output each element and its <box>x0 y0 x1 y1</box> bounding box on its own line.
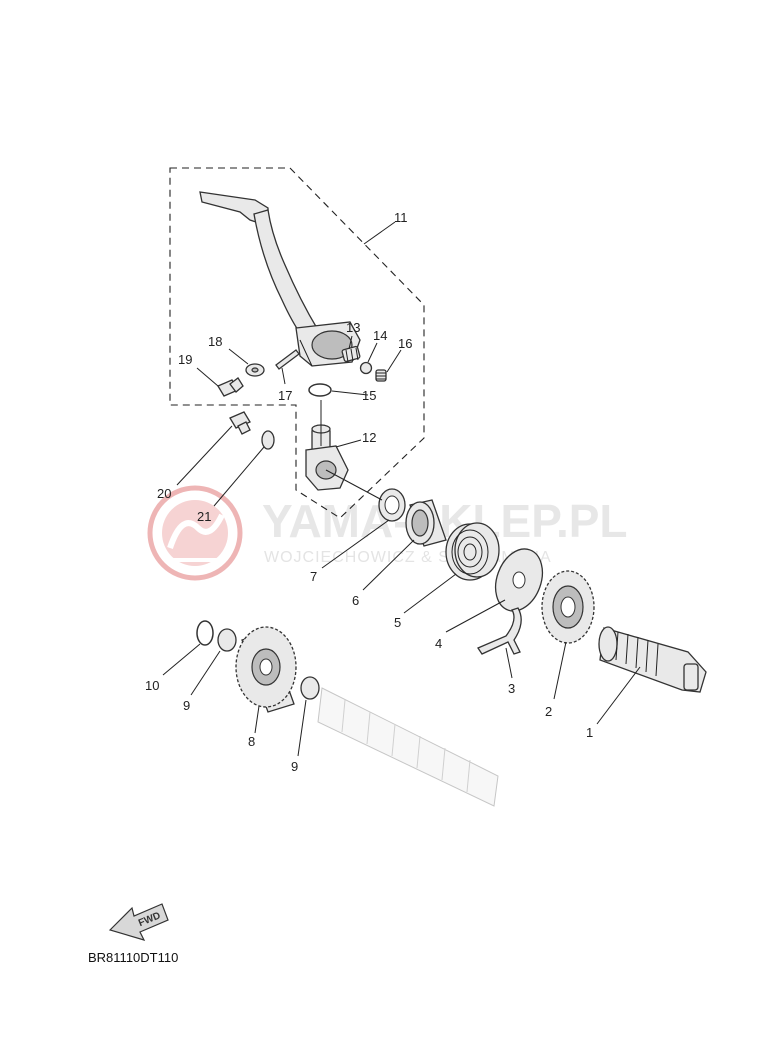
main-shaft-reference <box>317 687 499 807</box>
ball-14 <box>359 361 373 375</box>
washer-9-left <box>217 628 237 652</box>
kick-shaft-12 <box>305 424 349 491</box>
bolt-19 <box>217 377 244 397</box>
callout-12: 12 <box>362 430 376 445</box>
callout-21: 21 <box>197 509 211 524</box>
kick-crank-assembly-boundary <box>169 167 425 519</box>
callout-15: 15 <box>362 388 376 403</box>
kick-crank-lever <box>199 191 361 367</box>
callout-10: 10 <box>145 678 159 693</box>
callout-6: 6 <box>352 593 359 608</box>
callout-17: 17 <box>278 388 292 403</box>
callout-9-right: 9 <box>291 759 298 774</box>
leader-lines <box>162 221 641 757</box>
callout-9-left: 9 <box>183 698 190 713</box>
callout-labels: 11 12 13 14 16 15 17 18 19 20 21 7 6 5 4… <box>145 210 593 774</box>
washer-21 <box>261 430 275 450</box>
callout-7: 7 <box>310 569 317 584</box>
fwd-arrow-icon: FWD <box>108 903 169 941</box>
kick-gear-2 <box>541 570 595 644</box>
callout-8: 8 <box>248 734 255 749</box>
callout-14: 14 <box>373 328 387 343</box>
diagram-code: BR81110DT110 <box>88 950 178 965</box>
kick-axle-1 <box>598 626 707 693</box>
pin-17 <box>275 349 300 370</box>
callout-20: 20 <box>157 486 171 501</box>
bushing-6 <box>405 499 447 547</box>
washer-9-right <box>300 676 320 700</box>
clip-3 <box>477 607 522 655</box>
idle-gear-8 <box>235 626 297 713</box>
callout-19: 19 <box>178 352 192 367</box>
callout-18: 18 <box>208 334 222 349</box>
bolt-20 <box>229 411 251 435</box>
callout-13: 13 <box>346 320 360 335</box>
circlip-15 <box>308 383 332 397</box>
callout-5: 5 <box>394 615 401 630</box>
callout-3: 3 <box>508 681 515 696</box>
spring-16 <box>375 369 387 382</box>
bolt-13 <box>341 345 361 363</box>
callout-2: 2 <box>545 704 552 719</box>
callout-16: 16 <box>398 336 412 351</box>
torsion-spring-5 <box>445 522 500 581</box>
callout-1: 1 <box>586 725 593 740</box>
callout-11: 11 <box>394 210 408 225</box>
washer-4 <box>494 548 544 612</box>
oil-seal-7 <box>378 488 406 522</box>
circlip-10 <box>196 620 214 646</box>
callout-4: 4 <box>435 636 442 651</box>
watermark-logo <box>147 485 243 581</box>
